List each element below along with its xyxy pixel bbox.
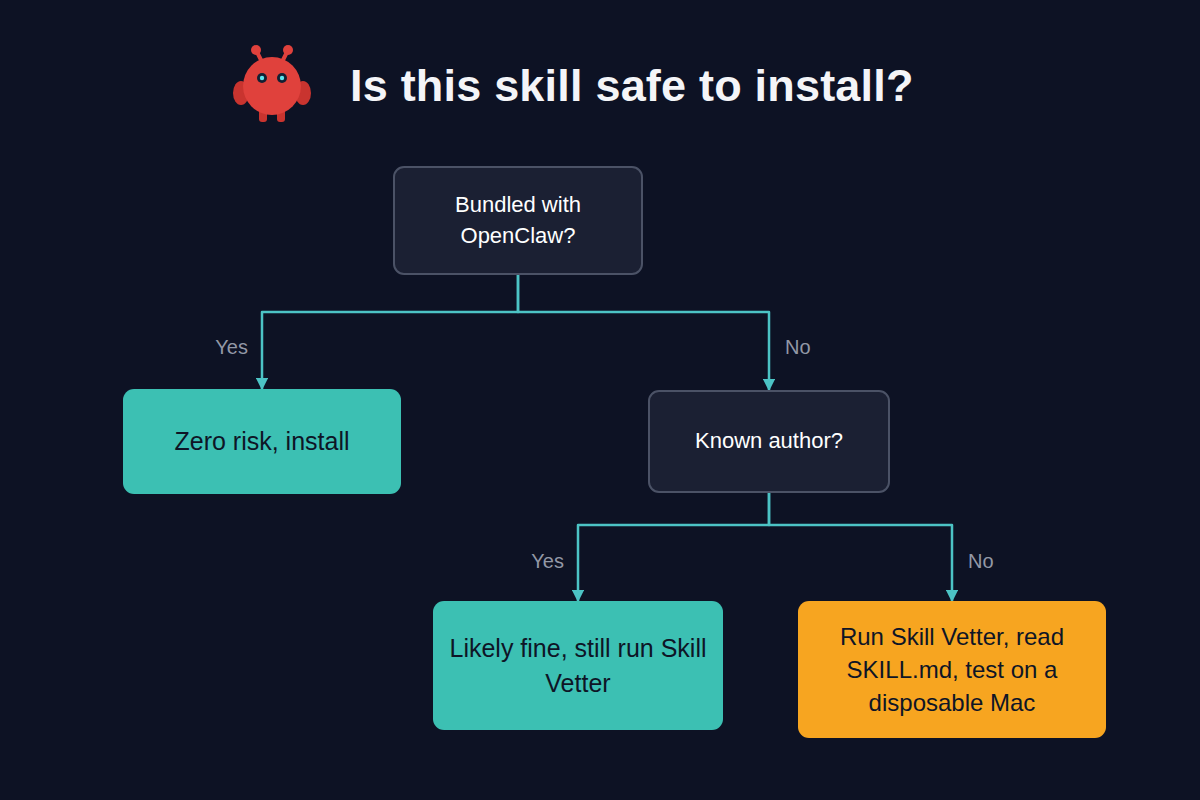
outcome-box: Zero risk, install: [123, 389, 401, 494]
branch-label: No: [968, 551, 994, 571]
flow-connector: [262, 275, 518, 389]
flow-connector: [518, 275, 769, 390]
branch-label: Yes: [215, 337, 248, 357]
diagram-title: Is this skill safe to install?: [350, 60, 914, 112]
node-label: Run Skill Vetter, read SKILL.md, test on…: [812, 620, 1092, 719]
node-label: Bundled with OpenClaw?: [409, 190, 627, 251]
node-label: Known author?: [695, 426, 843, 456]
flow-connector: [578, 493, 769, 601]
node-label: Likely fine, still run Skill Vetter: [447, 631, 709, 700]
robot-icon: [233, 45, 311, 122]
node-label: Zero risk, install: [174, 424, 349, 459]
branch-label: No: [785, 337, 811, 357]
outcome-box: Likely fine, still run Skill Vetter: [433, 601, 723, 730]
decision-box: Bundled with OpenClaw?: [393, 166, 643, 275]
decision-box: Known author?: [648, 390, 890, 493]
branch-label: Yes: [531, 551, 564, 571]
warning-box: Run Skill Vetter, read SKILL.md, test on…: [798, 601, 1106, 738]
flow-connector: [769, 493, 952, 601]
